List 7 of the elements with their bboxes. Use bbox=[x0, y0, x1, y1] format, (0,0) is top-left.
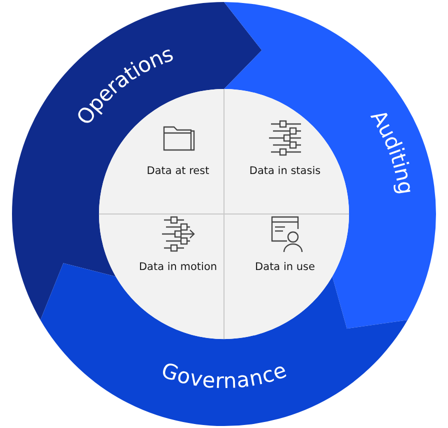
arrow-segment bbox=[224, 2, 436, 329]
quadrant-label: Data in motion bbox=[138, 261, 218, 273]
quadrant-label: Data at rest bbox=[146, 165, 210, 177]
quadrant-label: Data in stasis bbox=[249, 165, 321, 177]
arrow-segment bbox=[40, 263, 408, 426]
segment-label: Governance bbox=[158, 358, 290, 393]
quadrant-label: Data in use bbox=[255, 261, 315, 273]
